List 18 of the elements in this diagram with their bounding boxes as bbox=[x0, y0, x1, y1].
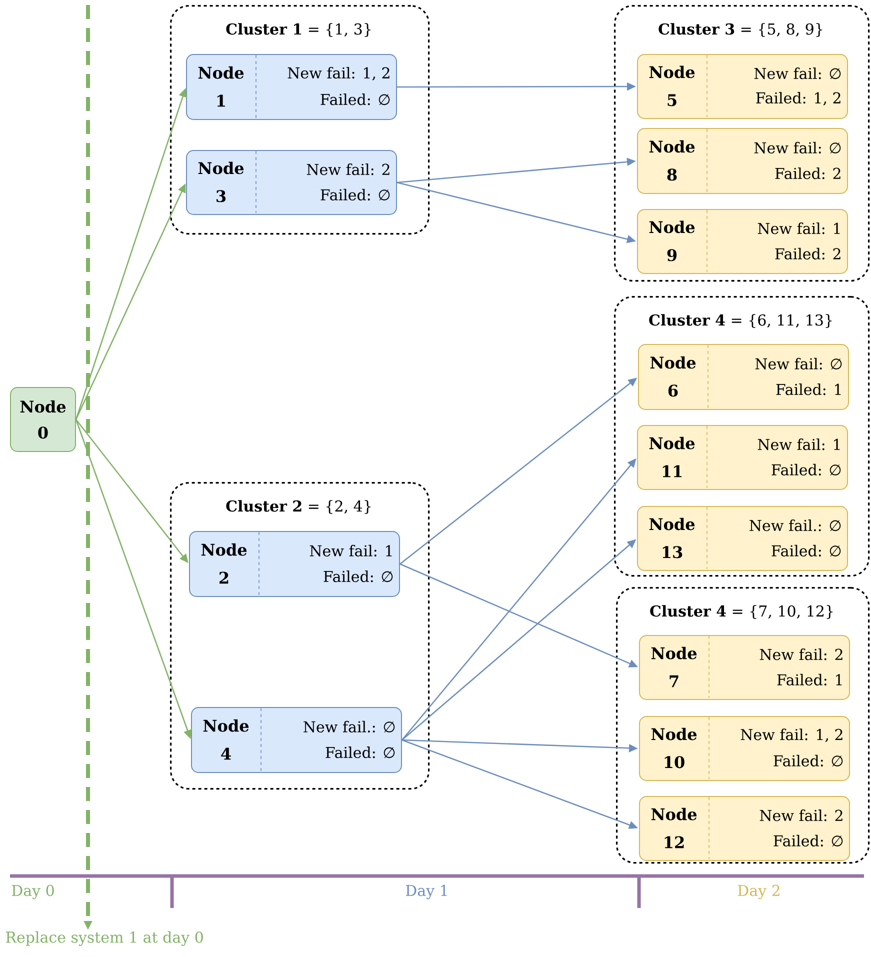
node-box: Node 1 New fail: 1, 2 Failed: ∅ bbox=[186, 54, 397, 120]
node-box: Node 3 New fail: 2 Failed: ∅ bbox=[186, 150, 397, 215]
node-box: Node 8 New fail: ∅ Failed: 2 bbox=[637, 128, 848, 194]
node-box: Node 6 New fail: ∅ Failed: 1 bbox=[638, 344, 849, 410]
node-box: Node 10 New fail: 1, 2 Failed: ∅ bbox=[639, 716, 850, 781]
day-label: Day 2 bbox=[738, 884, 780, 900]
node-box: Node 5 New fail: ∅ Failed: 1, 2 bbox=[637, 54, 848, 119]
node-box: Node 13 New fail.: ∅ Failed: ∅ bbox=[637, 506, 848, 571]
node-box: Node 11 New fail: 1 Failed: ∅ bbox=[637, 425, 848, 490]
node-box: Node 9 New fail: 1 Failed: 2 bbox=[637, 209, 848, 274]
node-box: Node 7 New fail: 2 Failed: 1 bbox=[639, 635, 850, 700]
day-label: Day 1 bbox=[406, 884, 447, 900]
node-box: Node 2 New fail: 1 Failed: ∅ bbox=[189, 531, 400, 597]
node-box: Node 12 New fail: 2 Failed: ∅ bbox=[639, 796, 850, 861]
day-label: Day 0 bbox=[12, 884, 54, 900]
node-box: Node 0 bbox=[10, 387, 76, 452]
note-text: Replace system 1 at day 0 bbox=[6, 931, 203, 946]
node-box: Node 4 New fail.: ∅ Failed: ∅ bbox=[191, 707, 402, 773]
